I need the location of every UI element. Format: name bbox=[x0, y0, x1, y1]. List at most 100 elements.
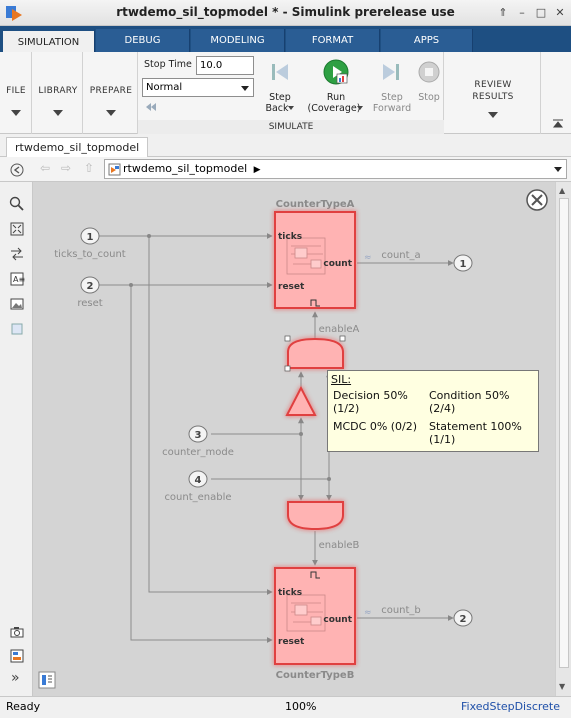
prepare-label: PREPARE bbox=[89, 86, 133, 96]
inport-3: 3 counter_mode bbox=[162, 425, 234, 458]
enable-b-label: enableB bbox=[319, 540, 360, 551]
scroll-thumb[interactable] bbox=[559, 198, 569, 668]
model-explorer-icon[interactable] bbox=[38, 671, 56, 689]
collapse-ribbon-icon[interactable] bbox=[552, 118, 564, 130]
model-icon bbox=[108, 163, 121, 176]
fit-to-view-icon[interactable] bbox=[9, 221, 25, 237]
library-label: LIBRARY bbox=[38, 86, 78, 96]
stop-time-input[interactable]: 10.0 bbox=[196, 56, 254, 75]
outport-2-num: 2 bbox=[460, 614, 467, 625]
chevron-down-icon[interactable] bbox=[554, 167, 562, 172]
not-gate bbox=[285, 385, 317, 416]
help-icon[interactable]: ⇑ bbox=[498, 6, 508, 19]
outport-2-label: count_b bbox=[381, 605, 421, 616]
review-results-group[interactable]: REVIEW RESULTS bbox=[445, 52, 541, 134]
block-a-out: count bbox=[323, 259, 352, 269]
run-label-2: (Coverage) bbox=[307, 103, 361, 114]
area-icon[interactable] bbox=[9, 321, 25, 337]
chevron-down-icon bbox=[357, 106, 363, 110]
enable-port-icon bbox=[310, 571, 320, 579]
minimize-icon[interactable]: – bbox=[519, 6, 525, 19]
model-tab-bar: rtwdemo_sil_topmodel bbox=[0, 135, 571, 157]
annotation-icon[interactable]: A≡ bbox=[9, 271, 25, 287]
tab-debug[interactable]: DEBUG bbox=[96, 29, 190, 52]
up-icon[interactable]: ⇧ bbox=[84, 161, 95, 175]
hide-explorer-icon[interactable] bbox=[10, 163, 24, 177]
inport-2-num: 2 bbox=[87, 281, 94, 292]
ribbon-tab-bar: SIMULATION DEBUG MODELING FORMAT APPS bbox=[0, 26, 571, 52]
library-group[interactable]: LIBRARY bbox=[33, 52, 83, 134]
counter-type-b-block: ticks reset count CounterTypeB bbox=[274, 567, 356, 681]
inport-3-label: counter_mode bbox=[162, 447, 234, 458]
counter-type-a-block: CounterTypeA ticks reset count bbox=[274, 199, 356, 309]
enable-port-icon bbox=[310, 299, 320, 307]
logic-and-b bbox=[287, 501, 344, 531]
file-label: FILE bbox=[6, 86, 26, 96]
inport-1-label: ticks_to_count bbox=[54, 249, 126, 260]
chevron-down-icon bbox=[488, 112, 498, 118]
stop-icon[interactable] bbox=[418, 61, 440, 83]
scroll-down-icon[interactable]: ▼ bbox=[559, 682, 566, 691]
step-forward-icon[interactable] bbox=[379, 60, 403, 84]
outport-1-label: count_a bbox=[381, 250, 420, 261]
forward-icon[interactable]: ⇨ bbox=[61, 161, 72, 175]
inport-2-label: reset bbox=[77, 298, 102, 309]
wireless-icon: ≈ bbox=[364, 253, 372, 263]
image-icon[interactable] bbox=[9, 296, 25, 312]
model-browser-icon[interactable] bbox=[9, 648, 25, 664]
run-icon[interactable] bbox=[323, 59, 349, 85]
chevron-down-icon bbox=[11, 110, 21, 116]
chevron-down-icon bbox=[288, 106, 294, 110]
inport-1: 1 ticks_to_count bbox=[54, 227, 126, 260]
step-back-icon[interactable] bbox=[268, 60, 292, 84]
tab-apps[interactable]: APPS bbox=[381, 29, 473, 52]
chevron-down-icon bbox=[53, 110, 63, 116]
maximize-icon[interactable]: □ bbox=[535, 6, 547, 19]
address-bar: ⇦ ⇨ ⇧ rtwdemo_sil_topmodel ▶ bbox=[0, 157, 571, 182]
left-palette: A≡ » bbox=[0, 182, 33, 696]
breadcrumb-arrow-icon[interactable]: ▶ bbox=[253, 165, 261, 175]
inport-4-num: 4 bbox=[195, 475, 202, 486]
tab-simulation[interactable]: SIMULATION bbox=[3, 29, 95, 52]
back-icon[interactable]: ⇦ bbox=[40, 161, 51, 175]
step-forward-label-2: Forward bbox=[372, 103, 412, 114]
solver-link[interactable]: FixedStepDiscrete bbox=[461, 700, 560, 713]
close-highlight-icon bbox=[526, 189, 548, 211]
stop-time-label: Stop Time bbox=[144, 59, 192, 70]
tooltip-mcdc: MCDC 0% (0/2) bbox=[333, 420, 418, 433]
fast-restart-icon[interactable] bbox=[144, 101, 158, 113]
title-bar: rtwdemo_sil_topmodel * - Simulink prerel… bbox=[0, 0, 571, 26]
tooltip-condition-1: Condition 50% bbox=[429, 389, 510, 402]
model-path-text: rtwdemo_sil_topmodel bbox=[123, 162, 248, 175]
coverage-tooltip: SIL: Decision 50% (1/2) Condition 50% (2… bbox=[327, 370, 539, 452]
camera-icon[interactable] bbox=[9, 624, 25, 640]
block-a-in1: ticks bbox=[278, 232, 302, 242]
tab-modeling[interactable]: MODELING bbox=[191, 29, 285, 52]
prepare-group[interactable]: PREPARE bbox=[84, 52, 138, 134]
block-b-name: CounterTypeB bbox=[276, 670, 355, 681]
simulink-logo-icon bbox=[6, 6, 22, 21]
block-a-in2: reset bbox=[278, 282, 305, 292]
vertical-scrollbar[interactable]: ▲ ▼ bbox=[555, 182, 571, 696]
close-icon[interactable]: ✕ bbox=[555, 6, 565, 19]
simulation-mode-value: Normal bbox=[146, 82, 183, 93]
arrow-icon[interactable] bbox=[9, 246, 25, 262]
enable-a-label: enableA bbox=[319, 324, 360, 335]
simulation-mode-select[interactable]: Normal bbox=[142, 78, 254, 97]
tab-format[interactable]: FORMAT bbox=[286, 29, 380, 52]
simulate-group: Stop Time 10.0 Normal Step Back bbox=[138, 52, 444, 134]
expand-icon[interactable]: » bbox=[11, 670, 20, 686]
status-text: Ready bbox=[6, 700, 41, 713]
chevron-down-icon bbox=[106, 110, 116, 116]
block-b-in1: ticks bbox=[278, 588, 302, 598]
zoom-icon[interactable] bbox=[9, 196, 25, 212]
inport-1-num: 1 bbox=[87, 232, 94, 243]
block-b-out: count bbox=[323, 615, 352, 625]
step-back-label-2: Back bbox=[265, 103, 289, 114]
scroll-up-icon[interactable]: ▲ bbox=[559, 186, 566, 195]
tab-model[interactable]: rtwdemo_sil_topmodel bbox=[6, 137, 149, 157]
step-forward-label-1: Step bbox=[381, 92, 403, 103]
model-path-field[interactable]: rtwdemo_sil_topmodel ▶ bbox=[104, 159, 567, 179]
file-group[interactable]: FILE bbox=[0, 52, 32, 134]
